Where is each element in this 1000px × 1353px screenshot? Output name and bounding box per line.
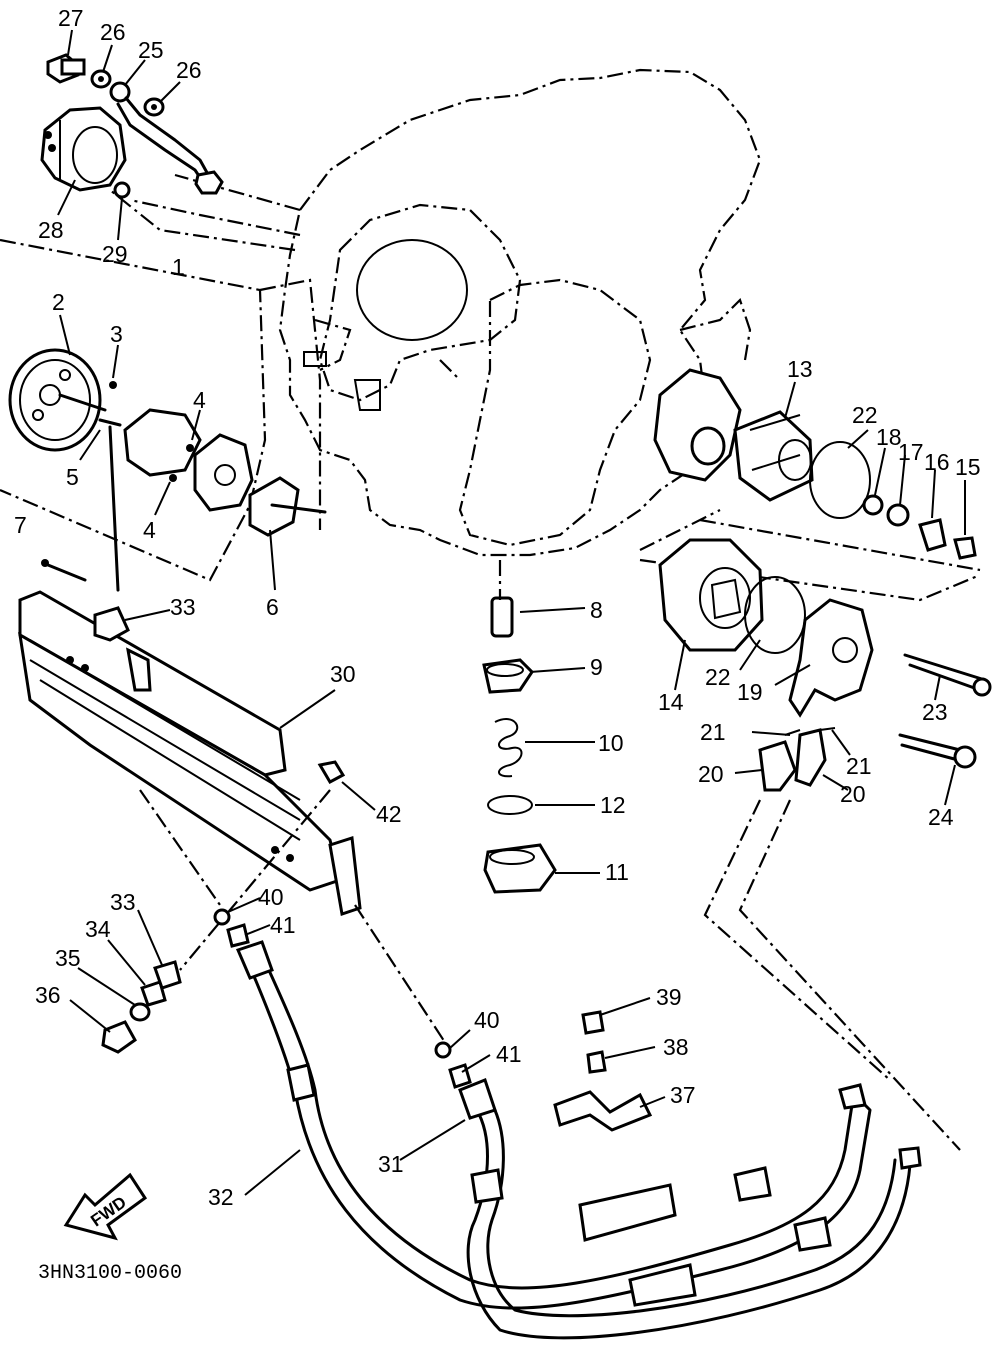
callout-9: 9 [590,654,603,680]
callout-30: 30 [330,661,356,687]
callout-40: 40 [474,1007,500,1033]
callout-2: 2 [52,289,65,315]
oil-pump-gear [8,348,117,452]
callout-27: 27 [58,5,84,31]
callout-23: 23 [922,699,948,725]
diagram-code: 3HN3100-0060 [38,1262,182,1285]
callout-36: 36 [35,982,61,1008]
callout-7: 7 [14,512,27,538]
callout-37: 37 [670,1082,696,1108]
fwd-arrow [63,1172,148,1241]
callout-3: 3 [110,321,123,347]
small-fasteners [101,908,653,1132]
callout-31: 31 [378,1151,404,1177]
callout-10: 10 [598,730,624,756]
callout-26: 26 [176,57,202,83]
callout-12: 12 [600,792,626,818]
callout-21: 21 [846,753,872,779]
callout-35: 35 [55,945,81,971]
callout-11: 11 [605,859,629,885]
callout-4: 4 [193,387,206,413]
callout-25: 25 [138,37,164,63]
callout-28: 28 [38,217,64,243]
callout-labels: 27 26 25 26 28 29 1 2 3 4 4 5 6 7 8 9 10… [14,5,981,1285]
callout-22: 22 [705,664,731,690]
oil-hoses [139,789,922,1340]
callout-42: 42 [376,801,402,827]
callout-20: 20 [840,781,866,807]
callout-39: 39 [656,984,682,1010]
callout-33: 33 [170,594,196,620]
callout-29: 29 [102,241,128,267]
callout-38: 38 [663,1034,689,1060]
oil-pipe-assembly [46,53,224,195]
pump-group-bracket-2 [259,278,322,530]
callout-22: 22 [852,402,878,428]
leader-lines [57,29,966,1196]
callout-34: 34 [85,916,111,942]
callout-40: 40 [258,884,284,910]
callout-1: 1 [172,254,185,280]
callout-20: 20 [698,761,724,787]
callout-26: 26 [100,19,126,45]
right-cover-group [658,538,992,1151]
callout-5: 5 [66,464,79,490]
oil-filter-group [639,368,981,602]
callout-41: 41 [496,1041,522,1067]
callout-13: 13 [787,356,813,382]
callout-21: 21 [700,719,726,745]
relief-valve-stack [482,560,557,894]
callout-6: 6 [266,594,279,620]
callout-17: 17 [898,439,924,465]
callout-33: 33 [110,889,136,915]
callout-15: 15 [955,454,981,480]
oil-cooler [18,590,362,916]
pump-group-bracket [0,238,267,582]
callout-24: 24 [928,804,954,830]
callout-8: 8 [590,597,603,623]
callout-41: 41 [270,912,296,938]
cover-28 [40,106,131,199]
callout-18: 18 [876,424,902,450]
callout-19: 19 [737,679,763,705]
oil-pump-body [41,408,327,592]
callout-14: 14 [658,689,684,715]
callout-32: 32 [208,1184,234,1210]
callout-16: 16 [924,449,950,475]
callout-4: 4 [143,517,156,543]
